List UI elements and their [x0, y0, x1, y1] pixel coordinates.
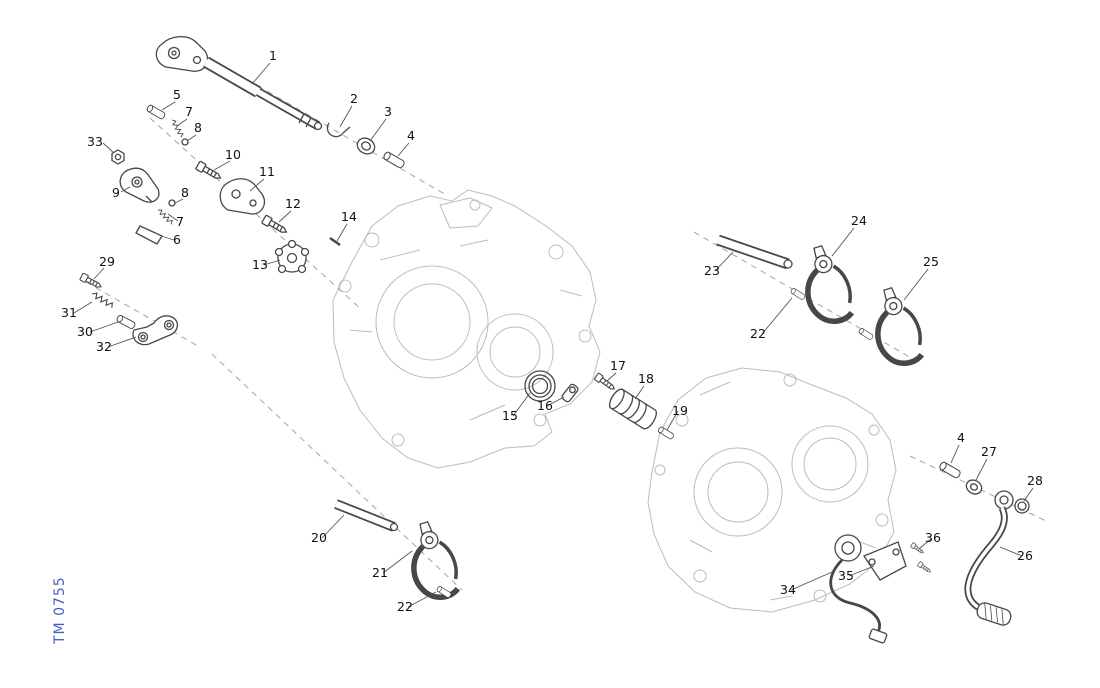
callout-10: 10: [225, 147, 241, 162]
part-22-pin-right-2: [857, 327, 875, 341]
part-28-o-ring: [1014, 498, 1030, 514]
drawing-code: TM 0755: [52, 576, 68, 645]
part-16-retainer: [561, 383, 579, 403]
crankcase-left-art: [332, 189, 601, 469]
callout-7a: 7: [185, 104, 193, 119]
part-15-bearing: [524, 370, 556, 402]
callout-4a: 4: [407, 128, 415, 143]
part-7-spring-upper: [170, 117, 185, 139]
callout-3: 3: [384, 104, 392, 119]
part-22-pin-right-1: [789, 287, 807, 301]
part-2-spring-washer: [326, 122, 351, 138]
callout-31: 31: [61, 305, 77, 320]
callout-36: 36: [925, 530, 941, 545]
callout-23: 23: [704, 263, 720, 278]
part-33-nut: [111, 149, 125, 165]
callout-34: 34: [780, 582, 796, 597]
callout-14: 14: [341, 209, 357, 224]
part-8-pin-upper: [181, 138, 189, 146]
part-14-pin: [329, 236, 341, 247]
part-27-washer: [965, 479, 983, 495]
callout-28: 28: [1027, 473, 1043, 488]
callout-8b: 8: [181, 185, 189, 200]
part-18-shift-drum-end: [609, 388, 657, 430]
callout-25: 25: [923, 254, 939, 269]
part-4-bushing-right: [938, 460, 962, 480]
callout-20: 20: [311, 530, 327, 545]
part-26-gear-shift-pedal: [964, 490, 1014, 626]
callout-1: 1: [269, 48, 277, 63]
part-23-fork-shaft: [716, 234, 793, 270]
part-30-roller: [115, 314, 137, 330]
part-3-washer: [356, 137, 376, 155]
callout-27: 27: [981, 444, 997, 459]
part-8-pin-lower: [168, 199, 176, 207]
callout-26: 26: [1017, 548, 1033, 563]
callout-13: 13: [252, 257, 268, 272]
callout-32: 32: [96, 339, 112, 354]
part-29-bolt: [79, 272, 104, 291]
callout-29: 29: [99, 254, 115, 269]
part-13-shift-star-cam: [274, 239, 310, 274]
part-32-detent-lever: [132, 315, 179, 346]
callout-19: 19: [672, 403, 688, 418]
callout-8a: 8: [194, 120, 202, 135]
part-24-shift-fork: [794, 242, 858, 328]
callout-4b: 4: [957, 430, 965, 445]
callout-9: 9: [112, 185, 120, 200]
part-5-roller: [145, 103, 167, 121]
callout-11: 11: [259, 164, 275, 179]
callout-15: 15: [502, 408, 518, 423]
callout-12: 12: [285, 196, 301, 211]
part-34-sensor-with-cable: [829, 534, 888, 644]
part-19-bushing: [657, 425, 675, 441]
callout-2: 2: [350, 91, 358, 106]
part-25-shift-fork: [864, 284, 928, 370]
callout-7b: 7: [176, 214, 184, 229]
part-1-shift-shaft: [155, 36, 323, 131]
part-21-shift-fork: [400, 518, 464, 604]
callout-30: 30: [77, 324, 93, 339]
part-4-bushing: [382, 150, 406, 170]
part-6-pawl: [135, 225, 163, 245]
part-10-bolt: [194, 160, 224, 183]
part-31-spring: [90, 288, 116, 312]
part-9-shift-arm: [119, 167, 160, 203]
assembly-axis-lines: [85, 57, 1047, 591]
crankcase-right-art: [647, 367, 897, 613]
callout-24: 24: [851, 213, 867, 228]
callout-22c: 22: [397, 599, 413, 614]
callout-18: 18: [638, 371, 654, 386]
callout-17: 17: [610, 358, 626, 373]
callout-16: 16: [537, 398, 553, 413]
callout-35: 35: [838, 568, 854, 583]
callout-22b: 22: [750, 326, 766, 341]
callout-21: 21: [372, 565, 388, 580]
part-12-bolt: [260, 214, 290, 237]
part-35-bracket: [863, 541, 907, 581]
callout-5: 5: [173, 87, 181, 102]
callout-6: 6: [173, 232, 181, 247]
leader-lines: [73, 62, 1034, 608]
callout-33: 33: [87, 134, 103, 149]
part-20-fork-shaft: [334, 499, 399, 532]
